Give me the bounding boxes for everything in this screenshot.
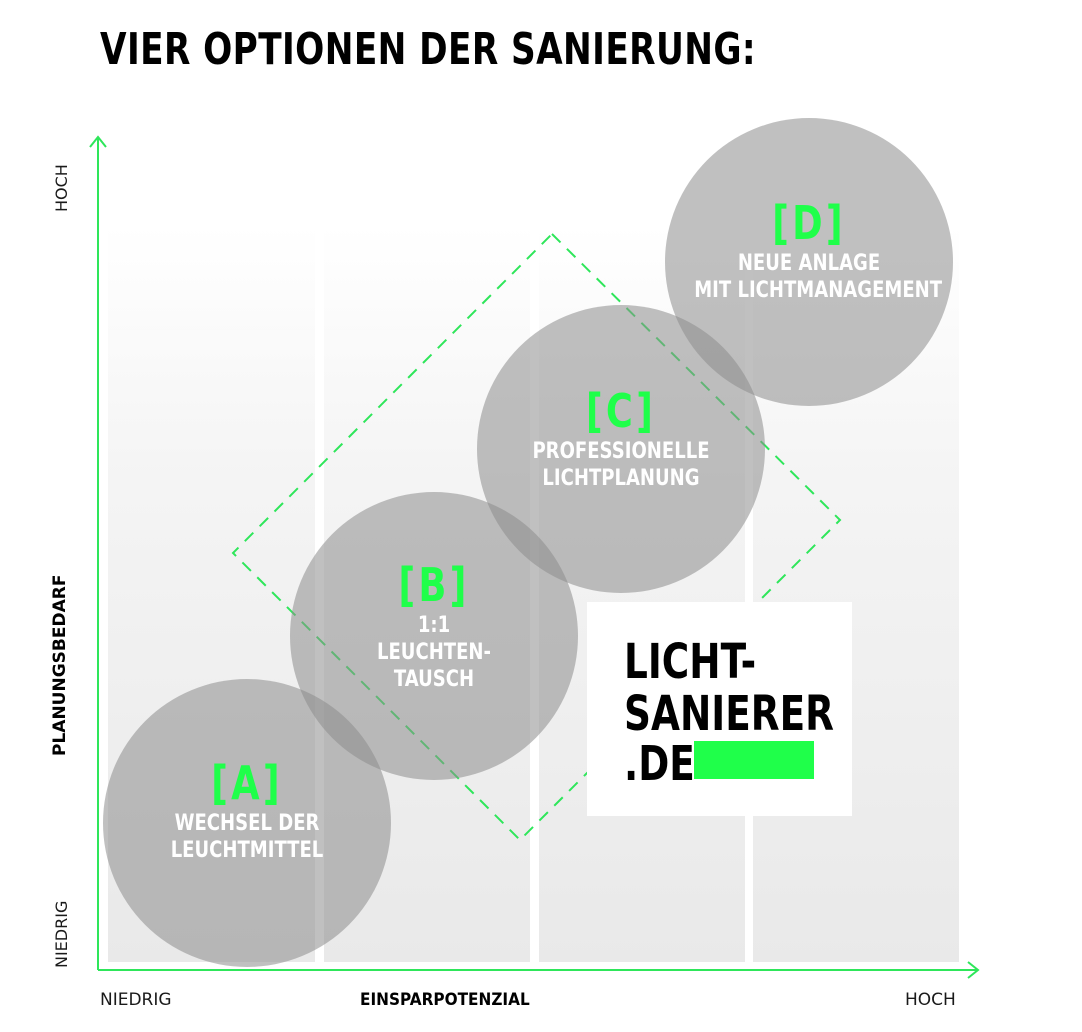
x-axis-low-label: NIEDRIG — [100, 990, 172, 1010]
option-c-label: [C] PROFESSIONELLE LICHTPLANUNG — [501, 388, 741, 492]
dashed-diamond — [231, 232, 842, 842]
bubble-a — [103, 679, 391, 967]
option-b-letter: [B] — [398, 558, 470, 612]
x-axis-arrow — [967, 961, 980, 979]
option-d-label: [D] NEUE ANLAGE MIT LICHTMANAGEMENT — [669, 200, 949, 304]
option-c-letter: [C] — [585, 384, 657, 438]
option-b-line1: 1:1 — [417, 613, 451, 638]
option-d-letter: [D] — [772, 196, 846, 250]
logo: LICHT- SANIERER .DE — [587, 602, 852, 816]
y-axis-low-label: NIEDRIG — [52, 900, 71, 968]
x-axis-title: EINSPARPOTENZIAL — [360, 990, 530, 1010]
bubble-b — [290, 492, 578, 780]
option-b-line2: LEUCHTEN- — [376, 640, 492, 665]
logo-line1: LICHT- — [624, 634, 757, 690]
option-b-label: [B] 1:1 LEUCHTEN- TAUSCH — [334, 562, 534, 693]
option-c-line2: LICHTPLANUNG — [542, 466, 700, 491]
option-a-letter: [A] — [211, 756, 283, 810]
y-axis-title: PLANUNGSBEDARF — [50, 574, 70, 756]
y-axis-high-label: HOCH — [52, 164, 71, 212]
option-d-line1: NEUE ANLAGE — [737, 251, 881, 276]
option-a-line2: LEUCHTMITTEL — [170, 838, 324, 863]
logo-accent-bar — [694, 741, 814, 779]
logo-line2: SANIERER — [624, 686, 835, 742]
option-a-line1: WECHSEL DER — [174, 811, 320, 836]
bubble-c — [477, 305, 765, 593]
page-title: VIER OPTIONEN DER SANIERUNG: — [100, 24, 757, 75]
option-c-line1: PROFESSIONELLE — [532, 439, 710, 464]
bubble-d — [665, 118, 953, 406]
bubbles — [103, 118, 953, 967]
option-d-line2: MIT LICHTMANAGEMENT — [694, 278, 943, 303]
x-axis-high-label: HOCH — [905, 990, 956, 1010]
logo-line3: .DE — [624, 736, 695, 792]
axes — [89, 135, 980, 979]
option-b-line3: TAUSCH — [393, 667, 475, 692]
y-axis-arrow — [89, 135, 107, 148]
option-a-label: [A] WECHSEL DER LEUCHTMITTEL — [147, 760, 347, 864]
